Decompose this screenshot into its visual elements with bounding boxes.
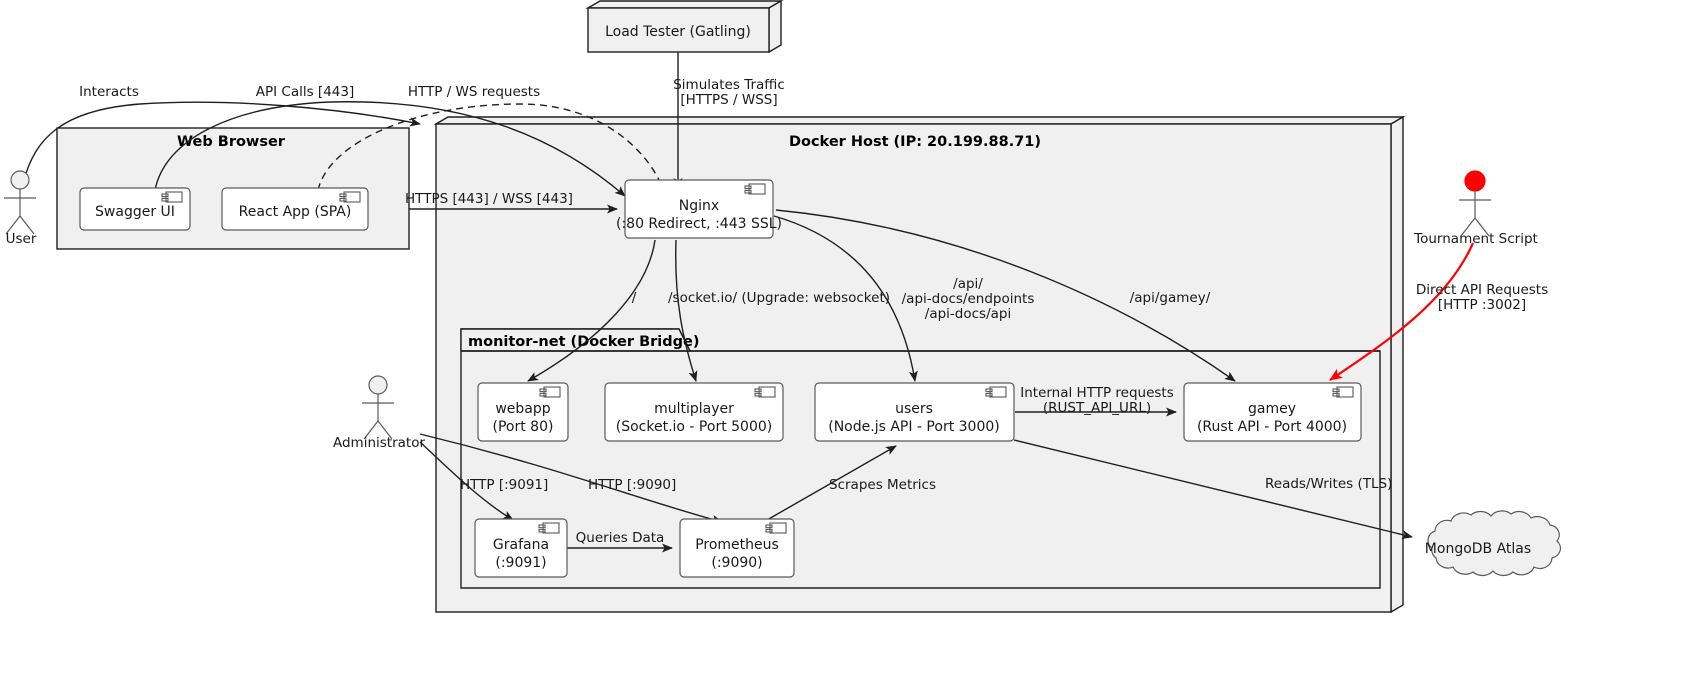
actor-administrator: Administrator xyxy=(333,375,425,451)
monitor-net-title: monitor-net (Docker Bridge) xyxy=(468,334,699,350)
component-stereotype-icon xyxy=(744,183,766,195)
node-load-tester: Load Tester (Gatling) xyxy=(585,0,784,54)
swagger-ui-label: Swagger UI xyxy=(95,204,175,220)
component-grafana[interactable]: Grafana (:9091) xyxy=(474,518,568,578)
edge-user-interacts xyxy=(23,101,421,181)
component-swagger-ui[interactable]: Swagger UI xyxy=(79,187,191,231)
edge-socketio xyxy=(675,239,698,382)
node-mongodb-atlas: MongoDB Atlas xyxy=(1425,510,1561,577)
component-stereotype-icon xyxy=(1332,386,1354,398)
users-label-line2: (Node.js API - Port 3000) xyxy=(828,419,999,435)
edge-label-internal-http-l2: (RUST_API_URL) xyxy=(1043,400,1151,416)
actor-tournament-script: Tournament Script xyxy=(1413,170,1538,247)
edge-http-9091 xyxy=(419,441,514,521)
edge-label-http-9091: HTTP [:9091] xyxy=(460,477,548,493)
component-stereotype-icon xyxy=(765,522,787,534)
edge-label-scrapes-metrics: Scrapes Metrics xyxy=(829,477,936,493)
multiplayer-label-line1: multiplayer xyxy=(654,401,734,417)
grafana-label-line1: Grafana xyxy=(493,537,549,553)
component-prometheus[interactable]: Prometheus (:9090) xyxy=(679,518,795,578)
component-stereotype-icon xyxy=(539,386,561,398)
prometheus-label-line2: (:9090) xyxy=(711,555,762,571)
prometheus-label-line1: Prometheus xyxy=(695,537,779,553)
component-stereotype-icon xyxy=(339,191,361,203)
component-react-app[interactable]: React App (SPA) xyxy=(221,187,369,231)
gamey-label-line2: (Rust API - Port 4000) xyxy=(1197,419,1347,435)
edge-http-ws-requests xyxy=(317,103,667,195)
package-monitor-net: monitor-net (Docker Bridge) xyxy=(460,328,1381,589)
component-stereotype-icon xyxy=(985,386,1007,398)
edge-label-socketio: /socket.io/ (Upgrade: websocket) xyxy=(668,290,890,306)
nginx-label-line2: (:80 Redirect, :443 SSL) xyxy=(616,216,782,232)
component-stereotype-icon xyxy=(538,522,560,534)
edge-label-reads-writes: Reads/Writes (TLS) xyxy=(1265,476,1392,492)
edge-label-api-l2: /api-docs/endpoints xyxy=(902,291,1035,307)
users-label-line1: users xyxy=(895,401,933,417)
edge-label-interacts: Interacts xyxy=(79,84,139,100)
edge-api-gamey xyxy=(775,209,1236,382)
actor-administrator-label: Administrator xyxy=(333,435,425,451)
edge-reads-writes xyxy=(1013,439,1413,540)
edge-label-root-path: / xyxy=(632,290,637,306)
edge-label-simulates-l2: [HTTPS / WSS] xyxy=(680,92,777,108)
edge-scrapes-metrics xyxy=(766,445,897,521)
gamey-label-line1: gamey xyxy=(1248,401,1296,417)
load-tester-label: Load Tester (Gatling) xyxy=(605,24,751,40)
component-gamey[interactable]: gamey (Rust API - Port 4000) xyxy=(1183,382,1362,442)
edge-label-api-gamey: /api/gamey/ xyxy=(1130,290,1211,306)
docker-host-title: Docker Host (IP: 20.199.88.71) xyxy=(789,134,1041,150)
webapp-label-line1: webapp xyxy=(495,401,550,417)
grafana-label-line2: (:9091) xyxy=(495,555,546,571)
edge-direct-api-requests xyxy=(1329,242,1475,381)
edge-label-api-calls: API Calls [443] xyxy=(256,84,354,100)
edge-label-http-9090: HTTP [:9090] xyxy=(588,477,676,493)
actor-user-label: User xyxy=(6,231,37,247)
edge-label-api-l3: /api-docs/api xyxy=(925,306,1011,322)
actor-user: User xyxy=(4,170,37,247)
nginx-label-line1: Nginx xyxy=(679,198,719,214)
component-webapp[interactable]: webapp (Port 80) xyxy=(477,382,569,442)
edge-root-path xyxy=(527,239,656,382)
edge-label-http-ws-requests: HTTP / WS requests xyxy=(408,84,540,100)
edge-api-paths xyxy=(773,215,918,382)
edge-http-9090 xyxy=(419,433,723,524)
multiplayer-label-line2: (Socket.io - Port 5000) xyxy=(616,419,772,435)
edge-api-calls xyxy=(154,101,626,197)
edge-label-internal-http-l1: Internal HTTP requests xyxy=(1020,385,1174,401)
edge-label-https-wss: HTTPS [443] / WSS [443] xyxy=(405,191,573,207)
edge-label-direct-api-l1: Direct API Requests xyxy=(1416,282,1548,298)
edge-label-direct-api-l2: [HTTP :3002] xyxy=(1438,297,1526,313)
mongodb-atlas-label: MongoDB Atlas xyxy=(1425,541,1531,557)
component-nginx[interactable]: Nginx (:80 Redirect, :443 SSL) xyxy=(616,179,782,239)
actor-tournament-script-label: Tournament Script xyxy=(1413,231,1538,247)
component-stereotype-icon xyxy=(161,191,183,203)
web-browser-title: Web Browser xyxy=(177,134,286,150)
component-users[interactable]: users (Node.js API - Port 3000) xyxy=(814,382,1015,442)
edge-label-api-l1: /api/ xyxy=(953,276,983,292)
react-app-label: React App (SPA) xyxy=(239,204,352,220)
edge-label-queries-data: Queries Data xyxy=(576,530,665,546)
edge-label-simulates-l1: Simulates Traffic xyxy=(673,77,785,93)
component-stereotype-icon xyxy=(754,386,776,398)
webapp-label-line2: (Port 80) xyxy=(493,419,554,435)
component-multiplayer[interactable]: multiplayer (Socket.io - Port 5000) xyxy=(604,382,784,442)
